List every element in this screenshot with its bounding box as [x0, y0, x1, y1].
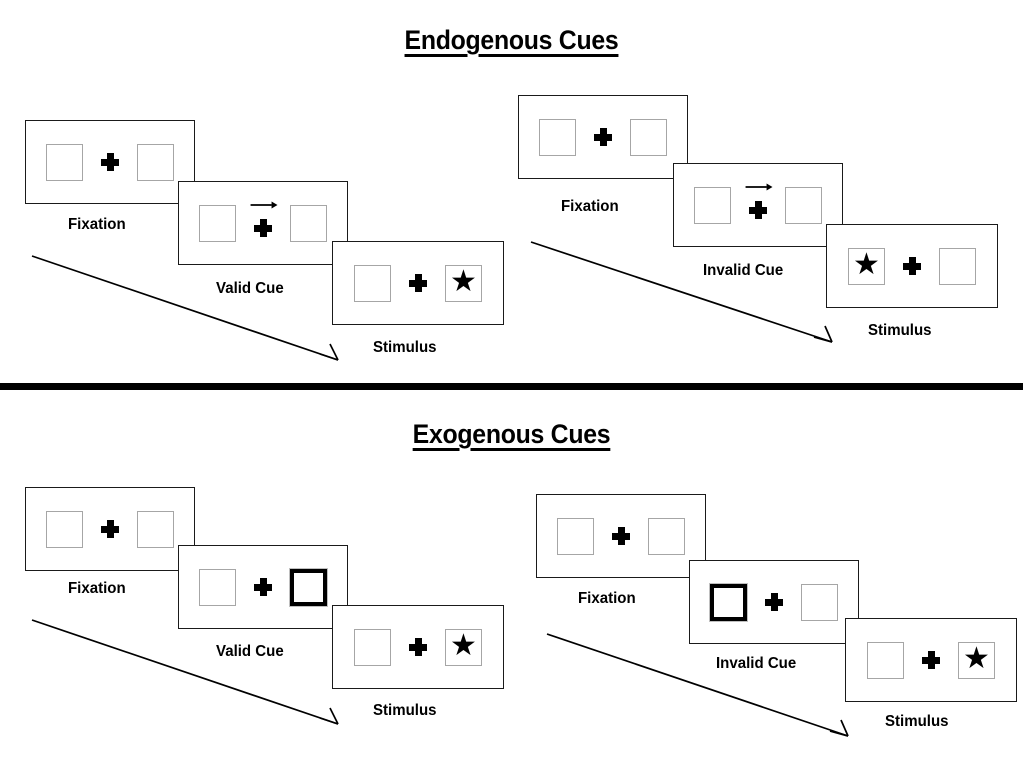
- panel-caption-endogenous-valid-fixation: Fixation: [68, 216, 126, 233]
- panel-caption-endogenous-valid-stimulus: Stimulus: [373, 339, 437, 356]
- panel-caption-endogenous-invalid-fixation: Fixation: [561, 198, 619, 215]
- stimulus-box-left: [867, 641, 904, 679]
- stimulus-box-right: [290, 204, 327, 242]
- stimulus-box-right-cued: [289, 567, 328, 607]
- timeline-arrow-exogenous-valid: [31, 619, 339, 725]
- center-slot: [97, 140, 123, 184]
- center-slot: [250, 565, 276, 609]
- cue-arrow-icon: [250, 201, 278, 209]
- panel-content: [46, 507, 174, 551]
- panel-content: [199, 201, 327, 245]
- panel-exogenous-invalid-stimulus: ★: [845, 618, 1017, 702]
- center-slot: [761, 580, 787, 624]
- stimulus-box-left: [46, 510, 83, 548]
- panel-content: ★: [867, 638, 995, 682]
- panel-caption-exogenous-valid-stimulus: Stimulus: [373, 702, 437, 719]
- fixation-cross-icon: [611, 526, 631, 546]
- fixation-cross-icon: [408, 273, 428, 293]
- star-icon: ★: [853, 248, 880, 281]
- fixation-cross-icon: [253, 218, 273, 238]
- center-slot: [250, 201, 278, 245]
- stimulus-box-left: [199, 568, 236, 606]
- stimulus-box-right: ★: [958, 641, 995, 679]
- fixation-cross-icon: [593, 127, 613, 147]
- panel-endogenous-valid-fixation: [25, 120, 195, 204]
- stimulus-box-right: [648, 517, 685, 555]
- panel-caption-endogenous-valid-cue: Valid Cue: [216, 280, 284, 297]
- center-slot: [97, 507, 123, 551]
- panel-content: [557, 514, 685, 558]
- fixation-cross-icon: [764, 592, 784, 612]
- panel-exogenous-valid-cue: [178, 545, 348, 629]
- stimulus-box-left: [354, 628, 391, 666]
- cue-arrow-icon: [745, 183, 773, 191]
- panel-caption-endogenous-invalid-cue: Invalid Cue: [703, 262, 784, 279]
- panel-caption-exogenous-invalid-fixation: Fixation: [578, 590, 636, 607]
- panel-caption-endogenous-invalid-stimulus: Stimulus: [868, 322, 932, 339]
- panel-endogenous-invalid-fixation: [518, 95, 688, 179]
- stimulus-box-right: ★: [445, 628, 482, 666]
- panel-caption-exogenous-invalid-stimulus: Stimulus: [885, 713, 949, 730]
- stimulus-box-left: [694, 186, 731, 224]
- section-divider: [0, 383, 1023, 390]
- fixation-cross-icon: [921, 650, 941, 670]
- panel-endogenous-invalid-cue: [673, 163, 843, 247]
- timeline-arrow-endogenous-valid: [31, 255, 339, 361]
- fixation-cross-icon: [253, 577, 273, 597]
- section-title-endogenous: Endogenous Cues: [404, 25, 619, 55]
- center-slot: [608, 514, 634, 558]
- stimulus-box-right: ★: [445, 264, 482, 302]
- timeline-arrow-endogenous-invalid: [530, 241, 833, 343]
- stimulus-box-left: [539, 118, 576, 156]
- panel-exogenous-invalid-fixation: [536, 494, 706, 578]
- panel-endogenous-invalid-stimulus: ★: [826, 224, 998, 308]
- stimulus-box-left: [199, 204, 236, 242]
- fixation-cross-icon: [100, 152, 120, 172]
- panel-content: ★: [354, 625, 482, 669]
- center-slot: [405, 261, 431, 305]
- stimulus-box-right: [630, 118, 667, 156]
- panel-content: [199, 565, 328, 609]
- stimulus-box-left: [354, 264, 391, 302]
- panel-endogenous-valid-cue: [178, 181, 348, 265]
- stimulus-box-right: [137, 143, 174, 181]
- panel-content: [46, 140, 174, 184]
- panel-content: [709, 580, 838, 624]
- stimulus-box-right: [939, 247, 976, 285]
- timeline-arrow-exogenous-invalid: [546, 633, 849, 737]
- fixation-cross-icon: [902, 256, 922, 276]
- fixation-cross-icon: [748, 200, 768, 220]
- panel-caption-exogenous-invalid-cue: Invalid Cue: [716, 655, 797, 672]
- panel-content: [694, 183, 822, 227]
- panel-content: ★: [848, 244, 976, 288]
- stimulus-box-left: [46, 143, 83, 181]
- panel-caption-exogenous-valid-fixation: Fixation: [68, 580, 126, 597]
- stimulus-box-left: ★: [848, 247, 885, 285]
- stimulus-box-right: [137, 510, 174, 548]
- panel-exogenous-valid-fixation: [25, 487, 195, 571]
- center-slot: [745, 183, 773, 227]
- center-slot: [899, 244, 925, 288]
- panel-content: ★: [354, 261, 482, 305]
- star-icon: ★: [450, 265, 477, 298]
- stimulus-box-right: [785, 186, 822, 224]
- fixation-cross-icon: [100, 519, 120, 539]
- section-title-exogenous: Exogenous Cues: [412, 419, 611, 449]
- fixation-cross-icon: [408, 637, 428, 657]
- panel-exogenous-invalid-cue: [689, 560, 859, 644]
- panel-endogenous-valid-stimulus: ★: [332, 241, 504, 325]
- panel-exogenous-valid-stimulus: ★: [332, 605, 504, 689]
- stimulus-box-right: [801, 583, 838, 621]
- star-icon: ★: [963, 642, 990, 675]
- star-icon: ★: [450, 629, 477, 662]
- panel-content: [539, 115, 667, 159]
- panel-caption-exogenous-valid-cue: Valid Cue: [216, 643, 284, 660]
- center-slot: [405, 625, 431, 669]
- center-slot: [918, 638, 944, 682]
- center-slot: [590, 115, 616, 159]
- stimulus-box-left: [557, 517, 594, 555]
- stimulus-box-left-cued: [709, 582, 748, 622]
